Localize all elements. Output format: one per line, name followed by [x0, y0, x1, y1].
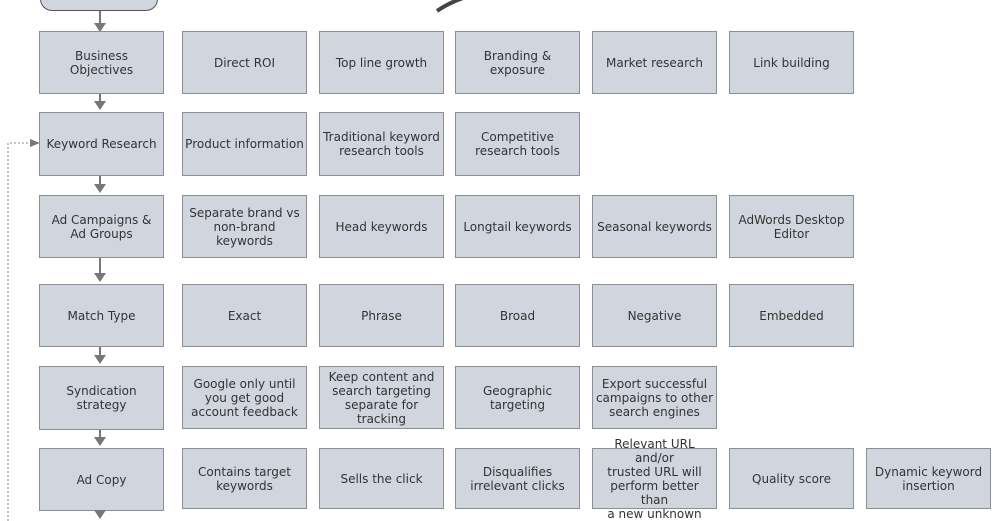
row-2-item-2: Traditional keyword research tools	[319, 112, 444, 176]
row-1-item-2: Top line growth	[319, 31, 444, 94]
row-3-item-2: Head keywords	[319, 195, 444, 258]
row-5-main-step: Syndication strategy	[39, 366, 164, 430]
row-6-item-2: Sells the click	[319, 448, 444, 509]
start-node	[40, 0, 158, 11]
row-1-item-4: Market research	[592, 31, 717, 94]
feedback-loop-line	[7, 142, 32, 521]
row-2-main-step: Keyword Research	[39, 112, 164, 176]
row-1-item-1: Direct ROI	[182, 31, 307, 94]
row-4-item-1: Exact	[182, 284, 307, 347]
row-2-item-3: Competitive research tools	[455, 112, 580, 176]
row-3-item-5: AdWords Desktop Editor	[729, 195, 854, 258]
row-3-item-3: Longtail keywords	[455, 195, 580, 258]
row-5-item-2: Keep content and search targeting separa…	[319, 366, 444, 429]
arrow-row-4-down	[94, 347, 106, 364]
row-3-item-4: Seasonal keywords	[592, 195, 717, 258]
row-6-item-5: Quality score	[729, 448, 854, 509]
row-5-item-3: Geographic targeting	[455, 366, 580, 429]
row-4-main-step: Match Type	[39, 284, 164, 347]
row-2-item-1: Product information	[182, 112, 307, 176]
row-5-item-1: Google only until you get good account f…	[182, 366, 307, 429]
row-6-item-6: Dynamic keyword insertion	[866, 448, 991, 509]
arrow-row-2-down	[94, 176, 106, 193]
row-6-main-step: Ad Copy	[39, 448, 164, 511]
row-4-item-4: Negative	[592, 284, 717, 347]
row-3-main-step: Ad Campaigns & Ad Groups	[39, 195, 164, 258]
row-3-item-1: Separate brand vs non-brand keywords	[182, 195, 307, 258]
row-1-item-5: Link building	[729, 31, 854, 94]
row-6-item-4: Relevant URL and/or trusted URL will per…	[592, 437, 717, 521]
row-1-item-3: Branding & exposure	[455, 31, 580, 94]
arrow-row-1-down	[94, 94, 106, 110]
row-4-item-5: Embedded	[729, 284, 854, 347]
row-1-main-step: Business Objectives	[39, 31, 164, 94]
row-4-item-3: Broad	[455, 284, 580, 347]
row-6-item-1: Contains target keywords	[182, 448, 307, 509]
row-4-item-2: Phrase	[319, 284, 444, 347]
arrow-row-3-down	[94, 258, 106, 282]
row-5-item-4: Export successful campaigns to other sea…	[592, 366, 717, 429]
arrow-start-to-row-1	[94, 11, 106, 32]
row-6-item-3: Disqualifies irrelevant clicks	[455, 448, 580, 509]
arrow-row-5-down	[94, 430, 106, 446]
